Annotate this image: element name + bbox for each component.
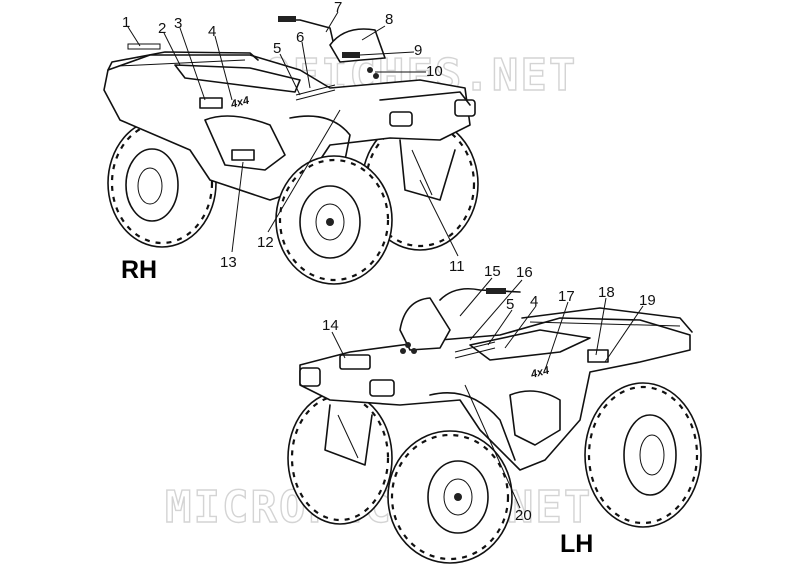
view-label-lh: LH	[560, 530, 593, 558]
lh-front-wheel	[387, 430, 513, 564]
rh-headlight-left	[389, 111, 413, 127]
rh-decal-1	[127, 43, 161, 50]
atv-right-side: 4x4	[103, 16, 479, 285]
lh-headlight-left	[299, 367, 321, 387]
lh-leader-lines	[331, 277, 644, 509]
lh-grip	[486, 288, 506, 294]
callout-3: 3	[174, 15, 182, 32]
callout-20: 20	[515, 507, 532, 524]
lh-body: 4x4	[299, 287, 693, 471]
svg-text:4x4: 4x4	[229, 95, 251, 112]
callout-17: 17	[558, 288, 575, 305]
lh-front-far-wheel	[287, 391, 393, 525]
callout-15: 15	[484, 263, 501, 280]
callout-13: 13	[220, 254, 237, 271]
callout-5-lh: 5	[506, 296, 514, 313]
rh-pod-decal	[342, 52, 360, 58]
rh-front-wheel	[275, 155, 393, 285]
callout-19: 19	[639, 292, 656, 309]
callout-18: 18	[598, 284, 615, 301]
rh-body: 4x4	[103, 16, 476, 201]
callout-2: 2	[158, 20, 166, 37]
view-label-rh: RH	[121, 256, 157, 284]
callout-8: 8	[385, 11, 393, 28]
callout-6: 6	[296, 29, 304, 46]
rh-side-decal	[231, 149, 255, 161]
rh-rear-decal	[199, 97, 223, 109]
callout-4: 4	[208, 23, 216, 40]
lh-rear-wheel	[584, 382, 702, 528]
lh-headlight-right	[369, 379, 395, 397]
rh-leader-lines	[127, 11, 459, 257]
callout-10: 10	[426, 63, 443, 80]
callout-16: 16	[516, 264, 533, 281]
callout-5: 5	[273, 40, 281, 57]
callout-14: 14	[322, 317, 339, 334]
callout-12: 12	[257, 234, 274, 251]
callout-4-lh: 4	[530, 293, 538, 310]
rh-grip	[278, 16, 296, 22]
callout-1: 1	[122, 14, 130, 31]
rh-headlight-right	[454, 99, 476, 117]
atv-left-side: 4x4	[287, 287, 702, 564]
lh-rear-decal	[587, 349, 609, 363]
callout-9: 9	[414, 42, 422, 59]
lh-headlight-pod	[399, 297, 451, 351]
callout-11: 11	[449, 258, 465, 275]
callout-7: 7	[334, 0, 342, 16]
